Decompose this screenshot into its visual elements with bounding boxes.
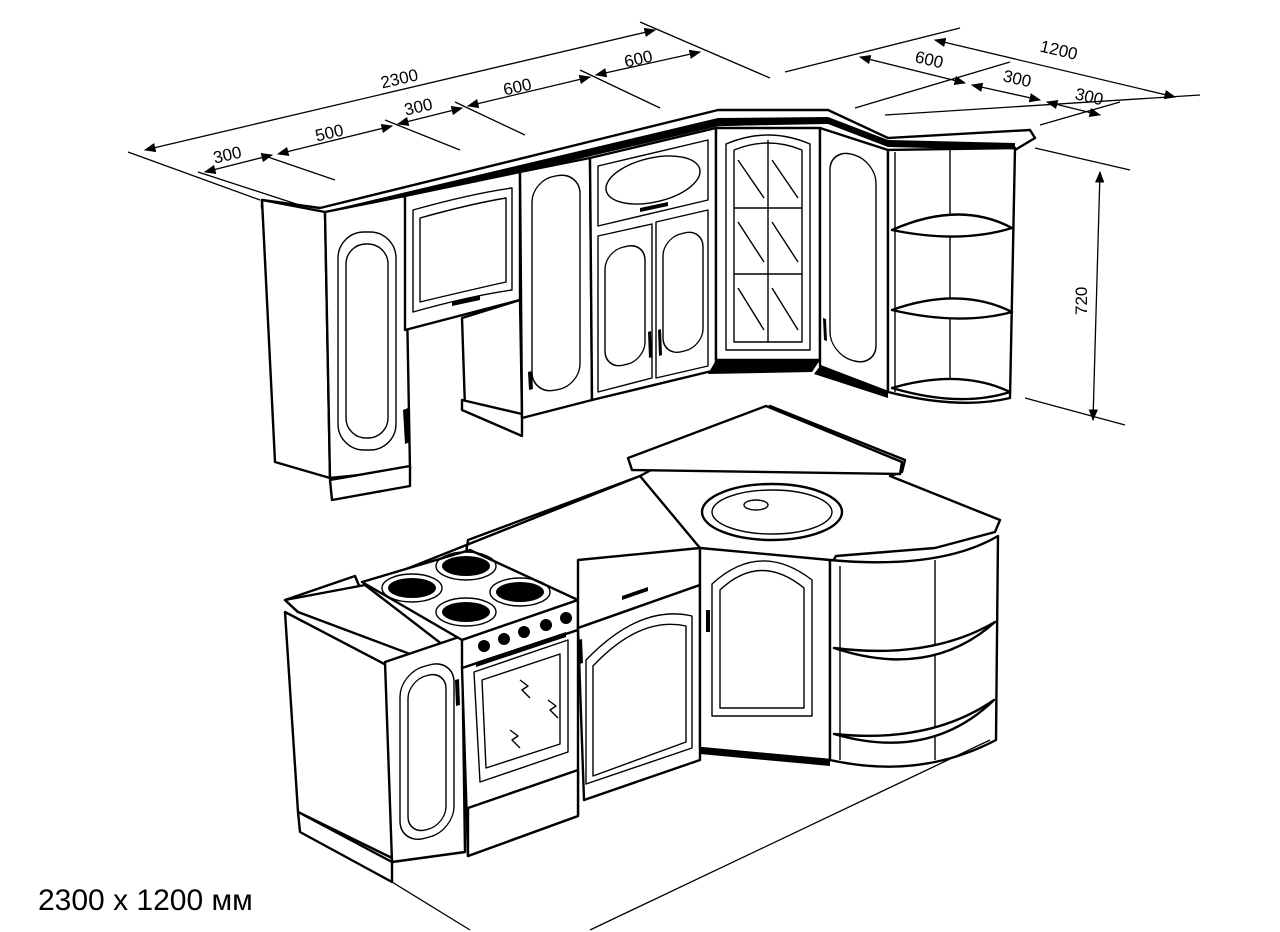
dim-line-300-a bbox=[203, 153, 274, 174]
dim-label-500: 500 bbox=[313, 121, 345, 146]
upper-cabinets bbox=[260, 108, 1037, 502]
dim-line-600-c bbox=[858, 54, 967, 86]
dim-label-300-d: 300 bbox=[1073, 84, 1105, 109]
dim-line-1200 bbox=[933, 37, 1177, 100]
dim-line-300-d bbox=[1045, 99, 1102, 118]
dim-line-600-b bbox=[594, 49, 702, 78]
dim-label-600-a: 600 bbox=[501, 75, 533, 100]
dim-label-600-b: 600 bbox=[622, 47, 654, 72]
dim-label-1200: 1200 bbox=[1038, 37, 1079, 64]
lower-cabinets bbox=[283, 404, 1002, 931]
dim-line-300-b bbox=[396, 106, 464, 126]
dim-label-300-c: 300 bbox=[1001, 66, 1033, 91]
dim-line-500 bbox=[276, 123, 394, 157]
dim-label-600-c: 600 bbox=[913, 47, 945, 72]
dim-label-720: 720 bbox=[1072, 287, 1091, 315]
dim-line-600-a bbox=[466, 74, 592, 109]
size-caption: 2300 x 1200 мм bbox=[38, 884, 253, 917]
dim-label-2300: 2300 bbox=[379, 65, 420, 92]
dim-line-720 bbox=[1088, 170, 1105, 422]
dim-line-300-c bbox=[970, 82, 1042, 103]
dim-line-2300 bbox=[143, 27, 657, 153]
